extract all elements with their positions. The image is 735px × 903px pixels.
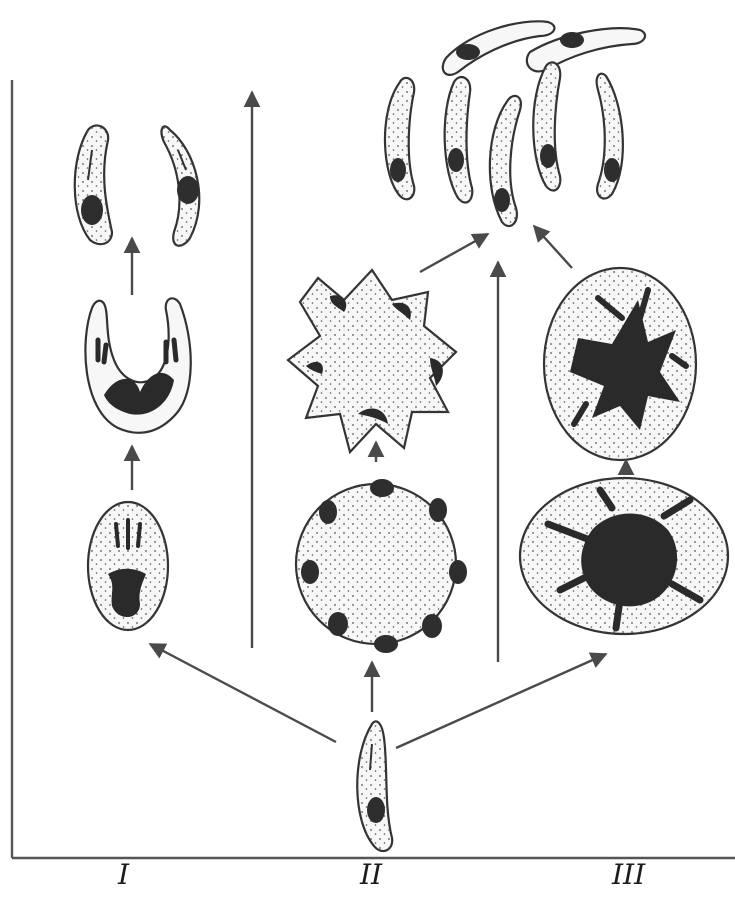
label-group-1: I	[118, 858, 129, 891]
star-shaped-cell	[288, 270, 456, 452]
round-cell-upper	[544, 268, 696, 460]
arrow-source-to-i	[150, 644, 336, 742]
source-cell	[357, 721, 392, 851]
arrow-ii-star-to-top	[420, 234, 488, 272]
merozoite-cluster	[385, 21, 645, 226]
round-cell-lower	[520, 478, 728, 634]
dividing-cell-u	[85, 298, 190, 432]
daughter-cell-left	[75, 125, 112, 244]
daughter-cell-right	[162, 126, 200, 245]
arrow-source-to-iii	[396, 654, 606, 748]
label-group-2: II	[360, 858, 382, 891]
arrow-iii-to-top	[534, 226, 572, 268]
label-group-3: III	[612, 858, 645, 891]
oval-cell	[88, 502, 168, 630]
round-multinucleate-cell	[296, 479, 467, 653]
